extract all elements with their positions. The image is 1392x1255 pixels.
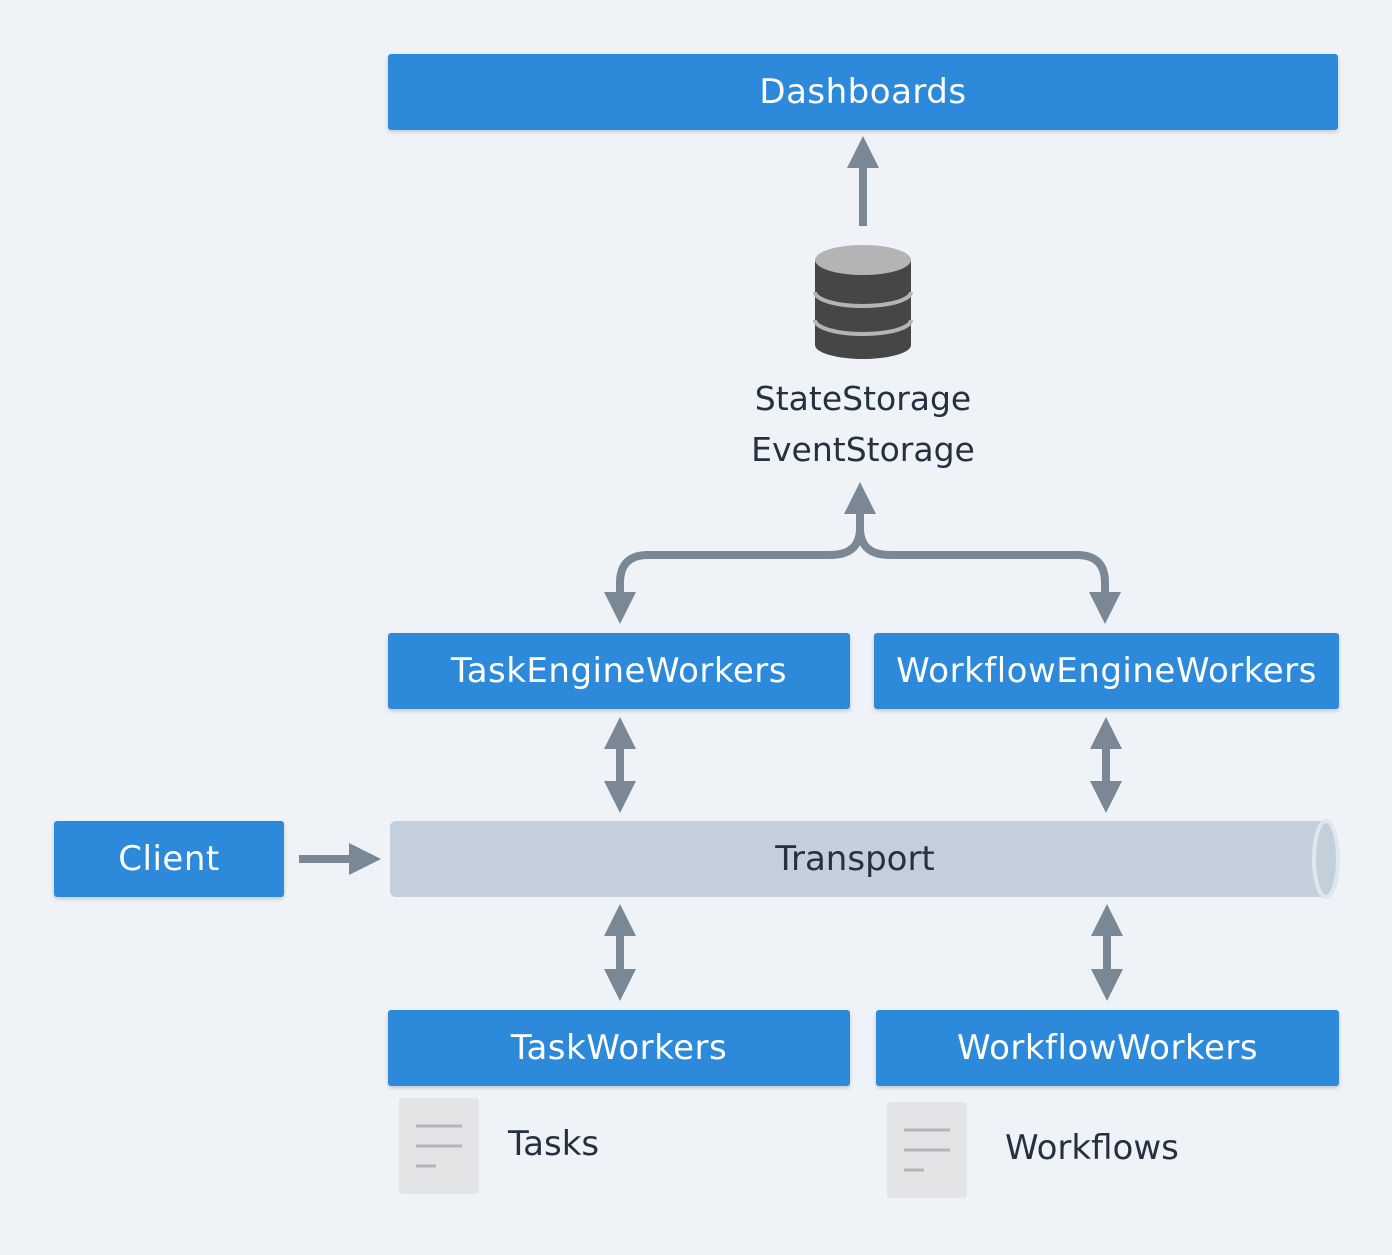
workflow-workers-node: WorkflowWorkers (876, 1010, 1339, 1086)
task-engine-workers-node: TaskEngineWorkers (388, 633, 850, 709)
tasks-label: Tasks (508, 1124, 600, 1164)
task-workers-node: TaskWorkers (388, 1010, 850, 1086)
state-storage-label: StateStorage (754, 379, 972, 418)
workflows-label: Workflows (1005, 1128, 1179, 1168)
tasks-document-icon (399, 1098, 479, 1194)
event-storage-label: EventStorage (751, 430, 975, 469)
client-node: Client (54, 821, 284, 897)
arrow-engines-to-storage (604, 482, 1121, 624)
transport-label: Transport (775, 839, 935, 879)
database-icon (813, 245, 913, 359)
transport-pipe (390, 819, 1340, 899)
dashboards-node: Dashboards (388, 54, 1338, 130)
workflows-document-icon (887, 1102, 967, 1198)
workflow-engine-workers-node: WorkflowEngineWorkers (874, 633, 1339, 709)
